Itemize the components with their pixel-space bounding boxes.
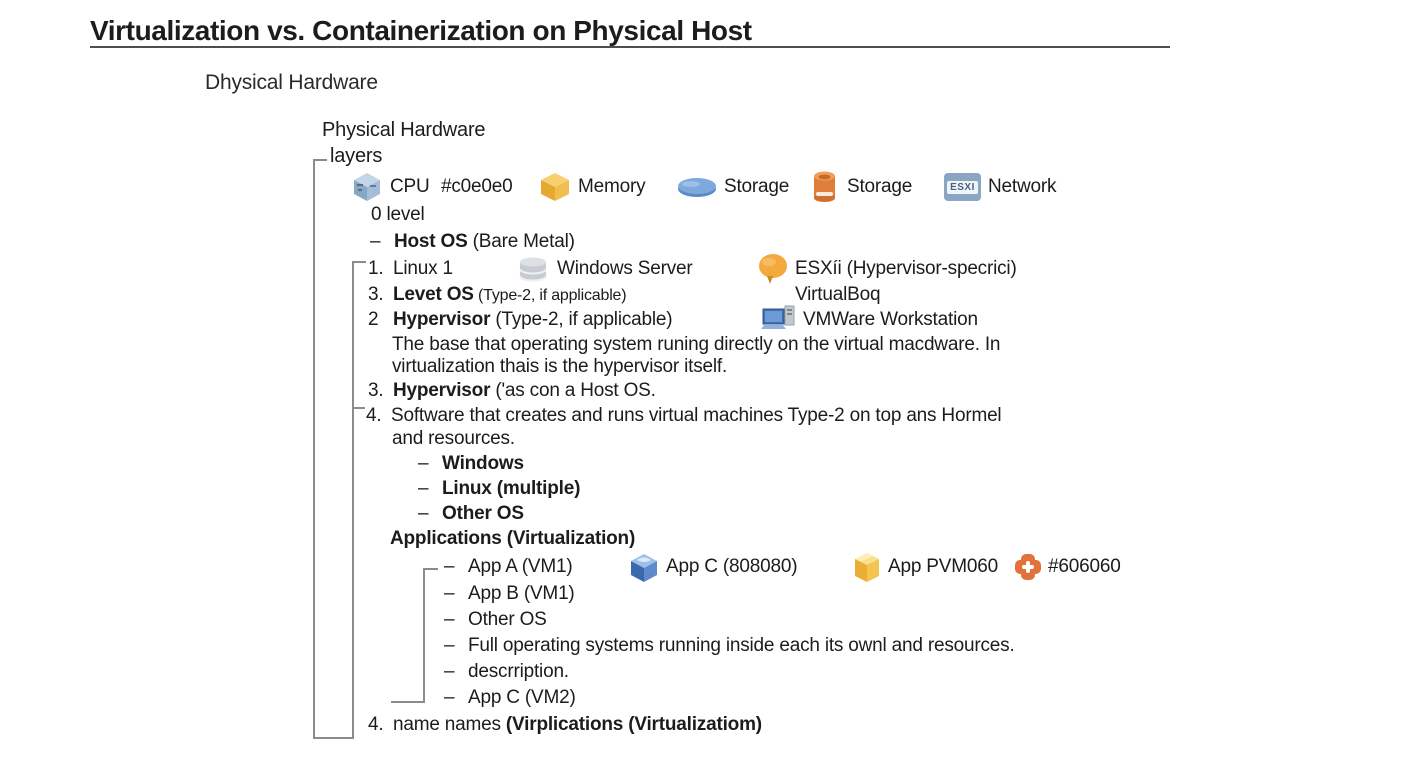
app-a-label: App A (VM1) [468,556,573,577]
linux-text: Linux 1 [393,258,453,279]
os-item-label: Linux (multiple) [442,478,581,499]
esxi-bubble-icon [757,253,789,286]
list-item: –App C (VM2) [444,686,576,710]
windows-server-label: Windows Server [557,258,693,279]
os-item-label: Other OS [442,503,524,524]
list-item: –Other OS [418,502,524,526]
bracket-apps-vertical [423,568,425,703]
cpu-icon [352,172,382,202]
software-text: Software that creates and runs virtual m… [391,405,1002,426]
hex-606060-label: #606060 [1048,556,1121,577]
app-item-label: descrription. [468,661,569,682]
network-label: Network [988,176,1057,197]
dash: – [418,478,429,499]
bracket-inner-vertical [352,261,354,739]
paragraph-line2: virtualization thais is the hypervisor i… [392,356,728,377]
bracket-outer-vertical [313,159,315,739]
esxi-label: ESXíi (Hypervisor-specrici) [795,258,1017,279]
storage1-label: Storage [724,176,790,197]
network-esxi-icon: ESXI [944,173,981,201]
footer-text: name names [393,714,506,735]
list-item: –descrription. [444,660,569,684]
dash: – [418,503,429,524]
app-item-label: Other OS [468,609,547,630]
list-item: –Other OS [444,608,547,632]
list-item: –App B (VM1) [444,582,575,606]
bracket-apps-top-tick [423,568,438,570]
linux-line: 1. Linux 1 [368,257,453,281]
item-number: 4. [366,405,382,426]
level0-label: 0 level [371,204,425,225]
bracket-outer-top-tick [313,159,327,161]
bracket-inner-top-tick [352,261,366,263]
item-number: 1. [368,258,384,279]
item-number: 4. [368,714,384,735]
dash: – [370,231,381,252]
hypervisor3-line: 3. Hypervisor ('as con a Host OS. [368,379,656,403]
page-title: Virtualization vs. Containerization on P… [90,15,752,46]
hypervisor3-rest: ('as con a Host OS. [490,380,656,401]
os-item-label: Windows [442,453,524,474]
software-line1: 4. Software that creates and runs virtual… [366,404,1002,428]
level-os-line: 3. Levet OS (Type-2, if applicable) [368,283,627,308]
list-item: –Linux (multiple) [418,477,580,501]
list-item: –Full operating systems running inside e… [444,634,1015,658]
dash: – [418,453,429,474]
level-os-small: (Type-2, if applicable) [473,287,627,304]
app-cube-icon [629,553,659,583]
bracket-inner-mid-tick [352,407,365,409]
item-number: 3. [368,380,384,401]
database-icon [518,257,548,284]
dash: – [444,583,455,604]
virtualbox-label: VirtualBoq [795,284,881,305]
list-item: –Windows [418,452,524,476]
dash: – [444,556,455,577]
item-number: 2 [368,309,379,330]
app-c-gray-label: App C (808080) [666,556,798,577]
plugin-icon [1013,552,1043,582]
host-os-rest: (Bare Metal) [467,231,575,252]
app-item-label: Full operating systems running inside ea… [468,635,1015,656]
item-number: 3. [368,284,384,305]
app-item-label: App C (VM2) [468,687,576,708]
hypervisor2-bold: Hypervisor [393,309,491,330]
hypervisor3-bold: Hypervisor [393,380,491,401]
storage-cylinder-icon [811,170,839,204]
app-a-line: –App A (VM1) [444,555,573,579]
app-item-label: App B (VM1) [468,583,575,604]
storage-disk-icon [677,176,717,198]
dash: – [444,687,455,708]
footer-line: 4. name names (Virplications (Virtualizat… [368,713,762,737]
bracket-outer-bottom [313,737,354,739]
dash: – [444,635,455,656]
bracket-apps-bottom [391,701,425,703]
app-pvm-label: App PVM060 [888,556,998,577]
dash: – [444,661,455,682]
storage2-label: Storage [847,176,913,197]
tree-header-line1: Physical Hardware [322,119,486,141]
cpu-label: CPU [390,176,430,197]
vmware-label: VMWare Workstation [803,309,978,330]
vmware-laptop-icon [761,305,797,335]
hypervisor2-line: 2 Hypervisor (Type-2, if applicable) [368,308,673,332]
host-os-line: –Host OS (Bare Metal) [370,230,575,254]
applications-heading: Applications (Virtualization) [390,528,636,549]
memory-icon [539,172,571,202]
host-os-bold: Host OS [394,231,468,252]
app-box-icon [853,552,881,583]
dash: – [444,609,455,630]
subtitle: Dhysical Hardware [205,71,378,94]
hypervisor2-rest: (Type-2, if applicable) [490,309,673,330]
cpu-hex-label: #c0e0e0 [441,176,513,197]
software-line2: and resources. [392,428,515,449]
level-os-bold: Levet OS [393,284,474,305]
title-underline [90,46,1170,48]
memory-label: Memory [578,176,646,197]
footer-bold: (Virplications (Virtualizatiom) [505,714,762,735]
esxi-badge-text: ESXI [947,180,978,194]
paragraph-line1: The base that operating system runing di… [392,334,1001,355]
tree-header-line2: layers [330,145,383,167]
